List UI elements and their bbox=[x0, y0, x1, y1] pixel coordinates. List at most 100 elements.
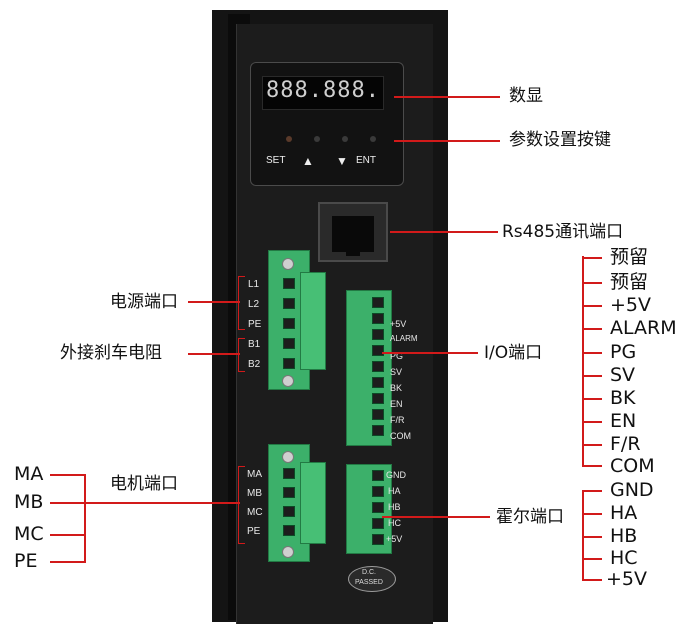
terminal-slot bbox=[372, 534, 384, 545]
brake-resistor-label: 外接刹车电阻 bbox=[60, 343, 162, 363]
keys-label: 参数设置按键 bbox=[509, 130, 611, 150]
pin-label-b2: B2 bbox=[248, 359, 261, 370]
io-pin-label: F/R bbox=[390, 415, 405, 425]
rs485-port-socket bbox=[332, 216, 374, 252]
hall-pin-label: +5V bbox=[386, 534, 403, 544]
ent-key[interactable]: ENT bbox=[356, 155, 376, 166]
power-callout-line bbox=[188, 301, 240, 303]
terminal-slot bbox=[283, 318, 295, 329]
hall-port-label: 霍尔端口 bbox=[496, 507, 564, 527]
power-bracket bbox=[238, 276, 245, 330]
pin-label-l2: L2 bbox=[248, 299, 260, 310]
io-terminal-block bbox=[346, 290, 392, 446]
io-list-tick bbox=[582, 352, 602, 354]
hall-list-tick bbox=[582, 536, 602, 538]
io-list-tick bbox=[582, 465, 602, 467]
led-dot bbox=[286, 136, 292, 142]
motor-list-tick bbox=[50, 502, 86, 504]
motor-list-tick bbox=[50, 474, 86, 476]
display-callout-line bbox=[394, 96, 500, 98]
keys-callout-line bbox=[394, 140, 500, 142]
terminal-slot bbox=[283, 506, 295, 517]
io-list-item: BK bbox=[610, 387, 636, 409]
brake-callout-line bbox=[188, 353, 240, 355]
terminal-slot bbox=[372, 313, 384, 324]
terminal-slot bbox=[372, 486, 384, 497]
badge-line1: D.C. bbox=[362, 569, 376, 576]
io-list-tick bbox=[582, 257, 602, 259]
io-list-item: +5V bbox=[610, 294, 652, 316]
motor-list-item: MC bbox=[14, 523, 44, 545]
io-list-tick bbox=[582, 328, 602, 330]
io-pin-label: EN bbox=[390, 399, 403, 409]
io-list-tick bbox=[582, 444, 602, 446]
terminal-slot bbox=[372, 377, 384, 388]
rs485-label: Rs485通讯端口 bbox=[502, 222, 624, 242]
badge-line2: PASSED bbox=[355, 579, 383, 586]
screw-icon bbox=[282, 546, 294, 558]
io-list-item: 预留 bbox=[610, 246, 649, 268]
io-port-label: I/O端口 bbox=[484, 343, 543, 363]
terminal-slot bbox=[372, 345, 384, 356]
hall-list-tick bbox=[582, 513, 602, 515]
pin-label-pe: PE bbox=[248, 319, 262, 330]
terminal-slot bbox=[372, 361, 384, 372]
screw-icon bbox=[282, 258, 294, 270]
io-callout-line bbox=[382, 352, 478, 354]
pin-label-pe: PE bbox=[247, 526, 261, 537]
up-key[interactable]: ▲ bbox=[302, 154, 314, 168]
motor-list-item: MA bbox=[14, 463, 44, 485]
rs485-callout-line bbox=[390, 231, 498, 233]
motor-callout-line bbox=[84, 502, 240, 504]
terminal-slot bbox=[283, 358, 295, 369]
pin-label-ma: MA bbox=[247, 469, 262, 480]
motor-port-label: 电机端口 bbox=[110, 474, 178, 494]
motor-list-tick bbox=[50, 561, 86, 563]
terminal-slot bbox=[283, 487, 295, 498]
io-list-tick bbox=[582, 282, 602, 284]
pin-label-b1: B1 bbox=[248, 339, 261, 350]
hall-list-item: GND bbox=[610, 479, 654, 501]
hall-list-item: HC bbox=[610, 547, 638, 569]
terminal-slot bbox=[372, 470, 384, 481]
motor-terminal-plug bbox=[300, 462, 326, 544]
terminal-slot bbox=[372, 425, 384, 436]
terminal-slot bbox=[283, 468, 295, 479]
screw-icon bbox=[282, 451, 294, 463]
passed-badge bbox=[348, 566, 396, 592]
io-list-item: COM bbox=[610, 455, 655, 477]
io-list-tick bbox=[582, 375, 602, 377]
hall-list-vertical-bar bbox=[582, 490, 584, 580]
hall-list-tick bbox=[582, 490, 602, 492]
motor-list-tick bbox=[50, 534, 86, 536]
led-dot bbox=[314, 136, 320, 142]
power-terminal-plug bbox=[300, 272, 326, 370]
set-key[interactable]: SET bbox=[266, 155, 286, 166]
display-digits: 888.888. bbox=[266, 78, 380, 103]
terminal-slot bbox=[372, 329, 384, 340]
terminal-slot bbox=[283, 278, 295, 289]
screw-icon bbox=[282, 375, 294, 387]
io-pin-label: BK bbox=[390, 383, 403, 393]
io-list-item: F/R bbox=[610, 433, 641, 455]
terminal-slot bbox=[283, 525, 295, 536]
io-list-tick bbox=[582, 305, 602, 307]
hall-pin-label: HC bbox=[388, 518, 401, 528]
io-list-item: EN bbox=[610, 410, 637, 432]
down-key[interactable]: ▼ bbox=[336, 154, 348, 168]
io-list-item: SV bbox=[610, 364, 636, 386]
motor-list-vertical-bar bbox=[84, 474, 86, 562]
hall-list-item: HB bbox=[610, 525, 638, 547]
motor-list-item: PE bbox=[14, 550, 38, 572]
io-list-item: 预留 bbox=[610, 271, 649, 293]
display-label: 数显 bbox=[509, 86, 543, 106]
hall-pin-label: HB bbox=[388, 502, 401, 512]
hall-list-item: +5V bbox=[606, 568, 648, 590]
pin-label-mc: MC bbox=[247, 507, 263, 518]
io-pin-label: +5V bbox=[390, 319, 407, 329]
led-dot bbox=[342, 136, 348, 142]
rs485-port-latch bbox=[346, 248, 360, 256]
terminal-slot bbox=[372, 409, 384, 420]
terminal-slot bbox=[283, 338, 295, 349]
